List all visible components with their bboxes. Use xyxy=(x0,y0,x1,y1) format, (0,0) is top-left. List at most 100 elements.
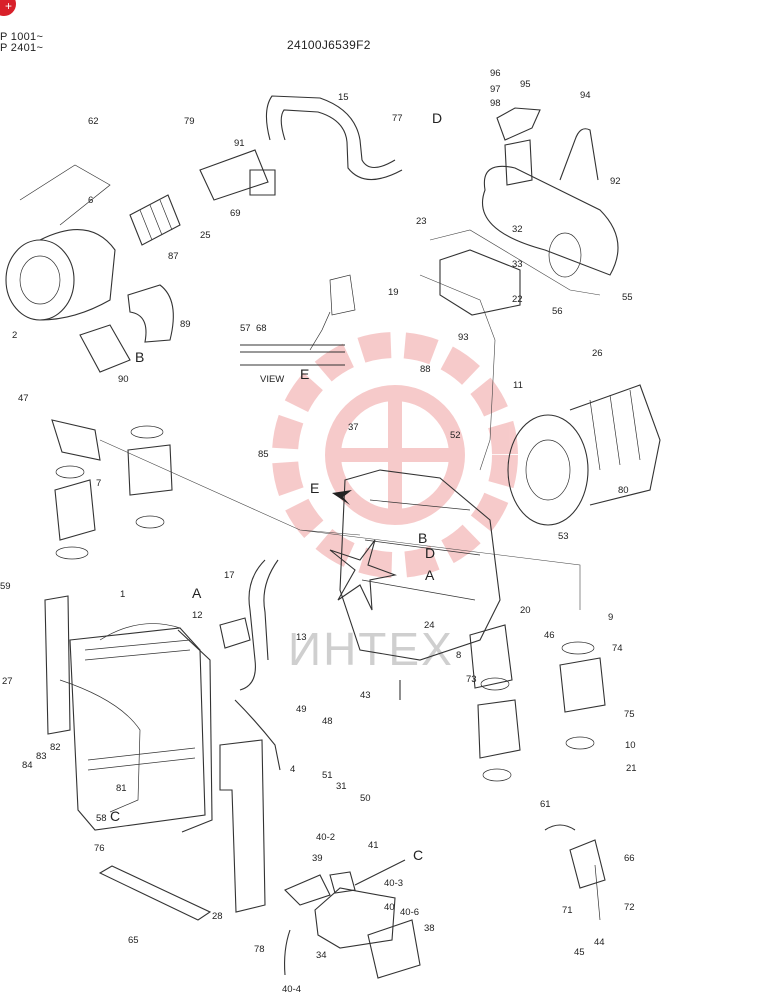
part-label-50: 50 xyxy=(360,793,371,804)
part-label-20: 20 xyxy=(520,605,531,616)
muffler-frame-line xyxy=(429,229,601,296)
pipe-69 xyxy=(199,149,276,201)
elbow-89 xyxy=(127,284,174,343)
part-label-80: 80 xyxy=(618,485,629,496)
part-label-41: 41 xyxy=(368,840,379,851)
part-label-33: 33 xyxy=(512,259,523,270)
muffler-92 xyxy=(481,139,619,278)
part-label-96: 96 xyxy=(490,68,501,79)
pipe-4 xyxy=(234,699,281,771)
part-label-40-4: 40-4 xyxy=(282,984,301,995)
callout-a-engine: A xyxy=(425,567,435,583)
part-label-28: 28 xyxy=(212,911,223,922)
watermark-gear-logo xyxy=(272,332,518,578)
part-label-13: 13 xyxy=(296,632,307,643)
tube-94 xyxy=(559,128,599,181)
part-label-43: 43 xyxy=(360,690,371,701)
part-label-55: 55 xyxy=(622,292,633,303)
part-label-81: 81 xyxy=(116,783,127,794)
part-label-93: 93 xyxy=(458,332,469,343)
engine-block xyxy=(339,469,501,661)
part-label-87: 87 xyxy=(168,251,179,262)
part-label-31: 31 xyxy=(336,781,347,792)
part-label-79: 79 xyxy=(184,116,195,127)
mount-frame-line xyxy=(99,439,581,610)
part-label-90: 90 xyxy=(118,374,129,385)
part-label-47: 47 xyxy=(18,393,29,404)
part-label-75: 75 xyxy=(624,709,635,720)
hydraulic-pump-80 xyxy=(507,384,661,526)
part-label-94: 94 xyxy=(580,90,591,101)
watermark-text: ИНТЕХ xyxy=(288,623,454,675)
part-label-51: 51 xyxy=(322,770,333,781)
part-label-11: 11 xyxy=(513,380,523,391)
part-label-59: 59 xyxy=(0,581,11,592)
serial-range-1: P 1001~ xyxy=(0,31,44,43)
part-label-85: 85 xyxy=(258,449,269,460)
drawing-code: 24100J6539F2 xyxy=(287,38,371,52)
radiator xyxy=(59,623,213,833)
hose-13 xyxy=(239,559,279,691)
exhaust-elbow-95 xyxy=(496,107,541,141)
part-label-44: 44 xyxy=(594,937,605,948)
part-label-40-3: 40-3 xyxy=(384,878,403,889)
part-label-74: 74 xyxy=(612,643,623,654)
part-label-22: 22 xyxy=(512,294,523,305)
part-label-15: 15 xyxy=(338,92,349,103)
part-label-82: 82 xyxy=(50,742,61,753)
pipe-12 xyxy=(219,617,251,649)
engine-mount-center xyxy=(127,425,173,529)
part-label-76: 76 xyxy=(94,843,105,854)
adapter-90 xyxy=(79,324,131,373)
part-label-24: 24 xyxy=(424,620,435,631)
part-label-46: 46 xyxy=(544,630,555,641)
part-label-25: 25 xyxy=(200,230,211,241)
part-label-1: 1 xyxy=(120,589,125,600)
part-label-53: 53 xyxy=(558,531,569,542)
hose-15 xyxy=(265,95,403,181)
part-label-66: 66 xyxy=(624,853,635,864)
part-label-52: 52 xyxy=(450,430,461,441)
part-label-48: 48 xyxy=(322,716,333,727)
part-number-labels: 1246789101112131517192021222324252627283… xyxy=(0,68,637,995)
part-label-73: 73 xyxy=(466,674,477,685)
part-label-37: 37 xyxy=(348,422,359,433)
arrow-e-icon xyxy=(332,490,352,505)
callout-c-tank: C xyxy=(413,847,423,863)
part-label-56: 56 xyxy=(552,306,563,317)
muffler-bracket-93 xyxy=(439,249,521,316)
part-label-7: 7 xyxy=(96,478,101,489)
turbocharger xyxy=(5,164,116,321)
part-label-92: 92 xyxy=(610,176,621,187)
callout-c-radiator: C xyxy=(110,808,120,824)
part-label-8: 8 xyxy=(456,650,461,661)
part-label-40: 40 xyxy=(384,902,395,913)
badge-glyph: + xyxy=(4,0,12,13)
pipe-41 xyxy=(354,859,406,886)
part-label-83: 83 xyxy=(36,751,47,762)
part-label-23: 23 xyxy=(416,216,427,227)
tank-bracket-38 xyxy=(367,919,421,979)
part-label-4: 4 xyxy=(290,764,295,775)
pump-frame-line xyxy=(419,274,496,471)
part-label-6: 6 xyxy=(88,195,93,206)
callout-e: E xyxy=(310,480,319,496)
cooling-fan xyxy=(329,539,398,611)
bracket-39 xyxy=(284,874,331,906)
part-label-26: 26 xyxy=(592,348,603,359)
part-label-62: 62 xyxy=(88,116,99,127)
part-label-10: 10 xyxy=(625,740,636,751)
seal-strip-65 xyxy=(98,865,212,921)
part-label-19: 19 xyxy=(388,287,399,298)
engine-mount-left xyxy=(51,419,101,560)
part-label-58: 58 xyxy=(96,813,107,824)
callout-a-left: A xyxy=(192,585,202,601)
serial-range-2: P 2401~ xyxy=(0,42,44,54)
part-label-68: 68 xyxy=(256,323,267,334)
callout-d-engine: D xyxy=(425,545,435,561)
part-label-49: 49 xyxy=(296,704,307,715)
part-label-38: 38 xyxy=(424,923,435,934)
part-label-72: 72 xyxy=(624,902,635,913)
